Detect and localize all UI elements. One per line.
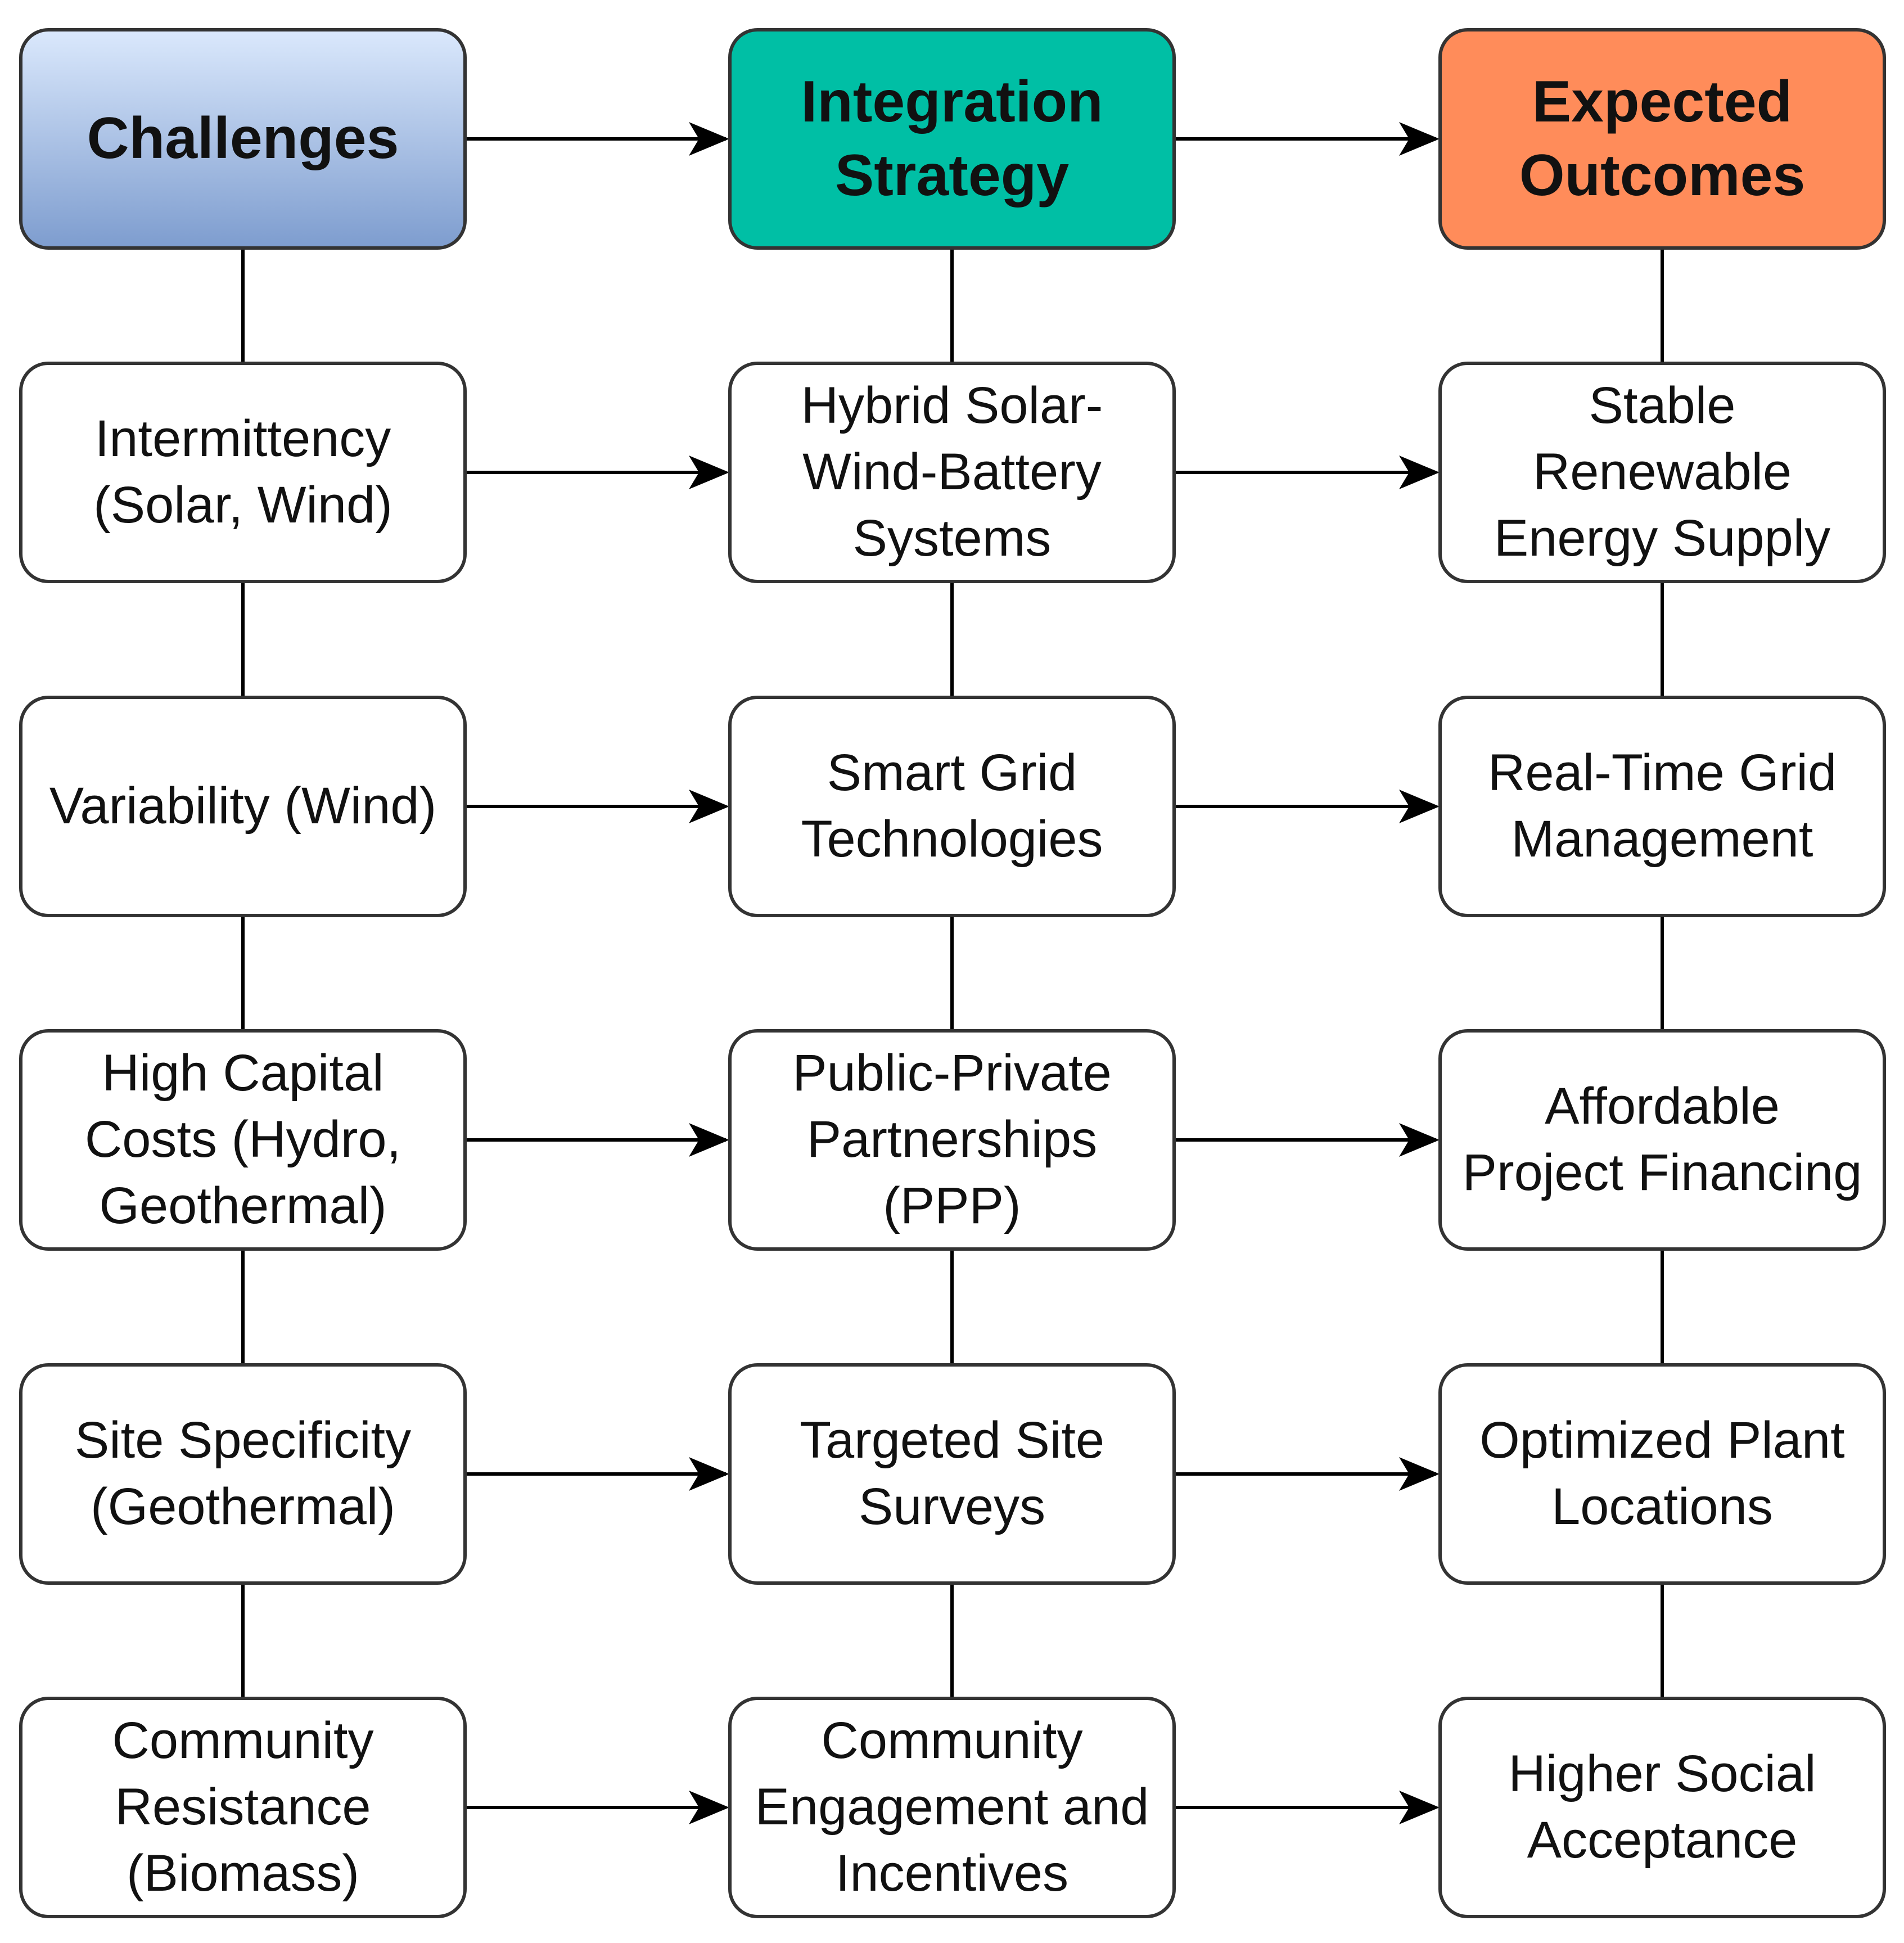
challenge-node: Intermittency (Solar, Wind) xyxy=(19,362,467,583)
outcome-node: Higher Social Acceptance xyxy=(1438,1697,1886,1918)
challenge-label: Site Specificity (Geothermal) xyxy=(74,1412,412,1535)
outcome-label: Stable Renewable Energy Supply xyxy=(1494,377,1831,567)
strategy-label: Public-Private Partnerships (PPP) xyxy=(792,1044,1112,1234)
outcome-label: Optimized Plant Locations xyxy=(1479,1412,1845,1535)
strategy-label: Smart Grid Technologies xyxy=(801,744,1103,868)
challenge-label: High Capital Costs (Hydro, Geothermal) xyxy=(84,1044,401,1234)
header-integration-strategy-label: Integration Strategy xyxy=(801,69,1103,208)
strategy-node: Hybrid Solar- Wind-Battery Systems xyxy=(728,362,1176,583)
challenge-node: Site Specificity (Geothermal) xyxy=(19,1363,467,1585)
strategy-node: Public-Private Partnerships (PPP) xyxy=(728,1029,1176,1251)
challenge-label: Variability (Wind) xyxy=(49,777,437,835)
strategy-label: Hybrid Solar- Wind-Battery Systems xyxy=(801,377,1103,567)
challenge-label: Intermittency (Solar, Wind) xyxy=(93,410,392,534)
strategy-label: Community Engagement and Incentives xyxy=(755,1712,1149,1902)
header-integration-strategy: Integration Strategy xyxy=(728,28,1176,250)
outcome-node: Affordable Project Financing xyxy=(1438,1029,1886,1251)
strategy-label: Targeted Site Surveys xyxy=(799,1412,1105,1535)
outcome-label: Affordable Project Financing xyxy=(1462,1078,1862,1201)
outcome-node: Real-Time Grid Management xyxy=(1438,696,1886,917)
challenge-node: High Capital Costs (Hydro, Geothermal) xyxy=(19,1029,467,1251)
outcome-node: Optimized Plant Locations xyxy=(1438,1363,1886,1585)
challenge-node: Variability (Wind) xyxy=(19,696,467,917)
header-challenges-label: Challenges xyxy=(87,106,399,172)
strategy-node: Community Engagement and Incentives xyxy=(728,1697,1176,1918)
challenge-node: Community Resistance (Biomass) xyxy=(19,1697,467,1918)
outcome-label: Real-Time Grid Management xyxy=(1487,744,1837,868)
outcome-label: Higher Social Acceptance xyxy=(1508,1745,1816,1869)
header-expected-outcomes-label: Expected Outcomes xyxy=(1519,69,1806,208)
strategy-node: Targeted Site Surveys xyxy=(728,1363,1176,1585)
header-challenges: Challenges xyxy=(19,28,467,250)
header-expected-outcomes: Expected Outcomes xyxy=(1438,28,1886,250)
outcome-node: Stable Renewable Energy Supply xyxy=(1438,362,1886,583)
challenge-label: Community Resistance (Biomass) xyxy=(112,1712,374,1902)
strategy-node: Smart Grid Technologies xyxy=(728,696,1176,917)
